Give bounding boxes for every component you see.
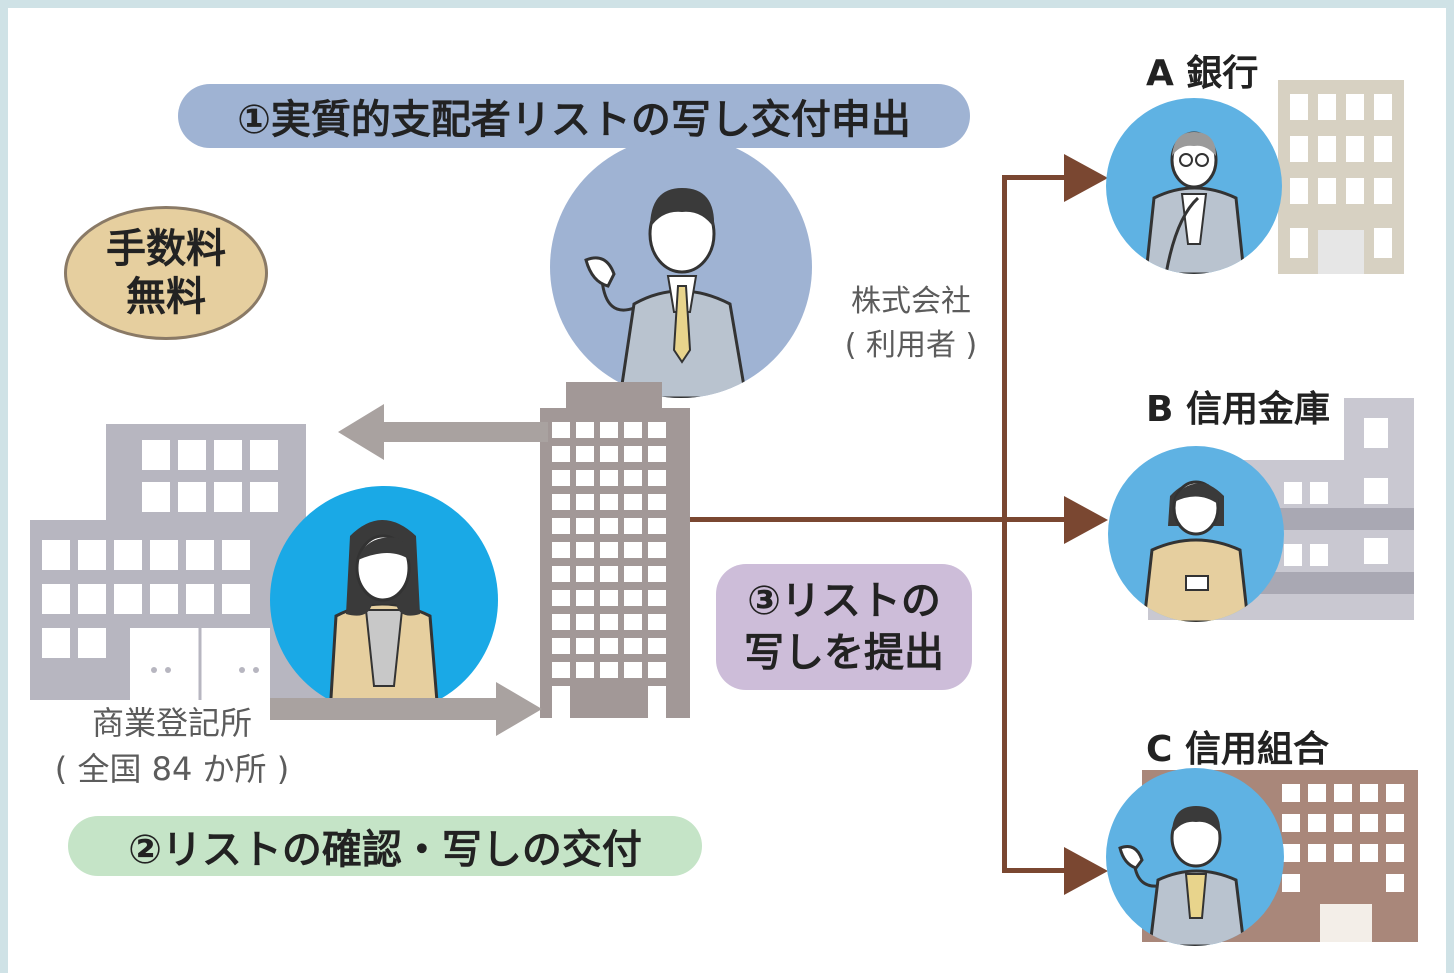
registry-label: 商業登記所 ( 全国 84 か所 ) <box>22 700 322 792</box>
bank-c-label: C 信用組合 <box>1146 729 1329 770</box>
bank-a-label: A 銀行 <box>1146 53 1259 94</box>
step2-label: ②リストの確認・写しの交付 <box>68 816 702 876</box>
registry-label-line2: ( 全国 84 か所 ) <box>54 750 290 788</box>
step3-label: ③リストの 写しを提出 <box>716 564 972 690</box>
arrowhead-a <box>1064 154 1108 202</box>
bank-staff-man-icon <box>1118 806 1246 946</box>
distribution-horizontal-line <box>690 517 1068 522</box>
bank-c-staff-avatar <box>1106 768 1284 946</box>
distribution-vertical-line <box>1002 175 1007 873</box>
diagram-canvas: ①実質的支配者リストの写し交付申出 手数料 無料 株式会社 ( 利用者 ) <box>8 8 1446 973</box>
step1-label: ①実質的支配者リストの写し交付申出 <box>178 84 970 148</box>
fee-badge: 手数料 無料 <box>64 206 268 340</box>
company-label-line1: 株式会社 <box>851 284 971 319</box>
company-label: 株式会社 ( 利用者 ) <box>826 280 996 368</box>
bank-b-staff-avatar <box>1108 446 1284 622</box>
arrow-to-registry <box>338 404 548 460</box>
bank-staff-elder-icon <box>1144 131 1246 274</box>
step3-line2: 写しを提出 <box>744 630 944 676</box>
bank-a-building <box>1278 80 1404 274</box>
branch-line-a <box>1002 175 1068 180</box>
company-label-line2: ( 利用者 ) <box>844 328 978 363</box>
bank-b-label: B 信用金庫 <box>1146 389 1330 430</box>
fee-line2: 無料 <box>126 274 206 320</box>
step3-line1: ③リストの <box>747 578 941 624</box>
company-user-avatar <box>550 136 812 398</box>
fee-line1: 手数料 <box>106 226 226 272</box>
businesswoman-icon <box>328 520 440 714</box>
bank-a-staff-avatar <box>1106 98 1282 274</box>
arrowhead-b <box>1064 496 1108 544</box>
registry-label-line1: 商業登記所 <box>91 704 252 742</box>
arrowhead-c <box>1064 847 1108 895</box>
company-building <box>540 382 690 718</box>
registry-staff-avatar <box>270 486 498 714</box>
arrow-to-company <box>270 682 542 736</box>
branch-line-c <box>1002 868 1068 873</box>
businessman-icon <box>584 188 748 398</box>
bank-staff-woman-icon <box>1142 480 1250 622</box>
